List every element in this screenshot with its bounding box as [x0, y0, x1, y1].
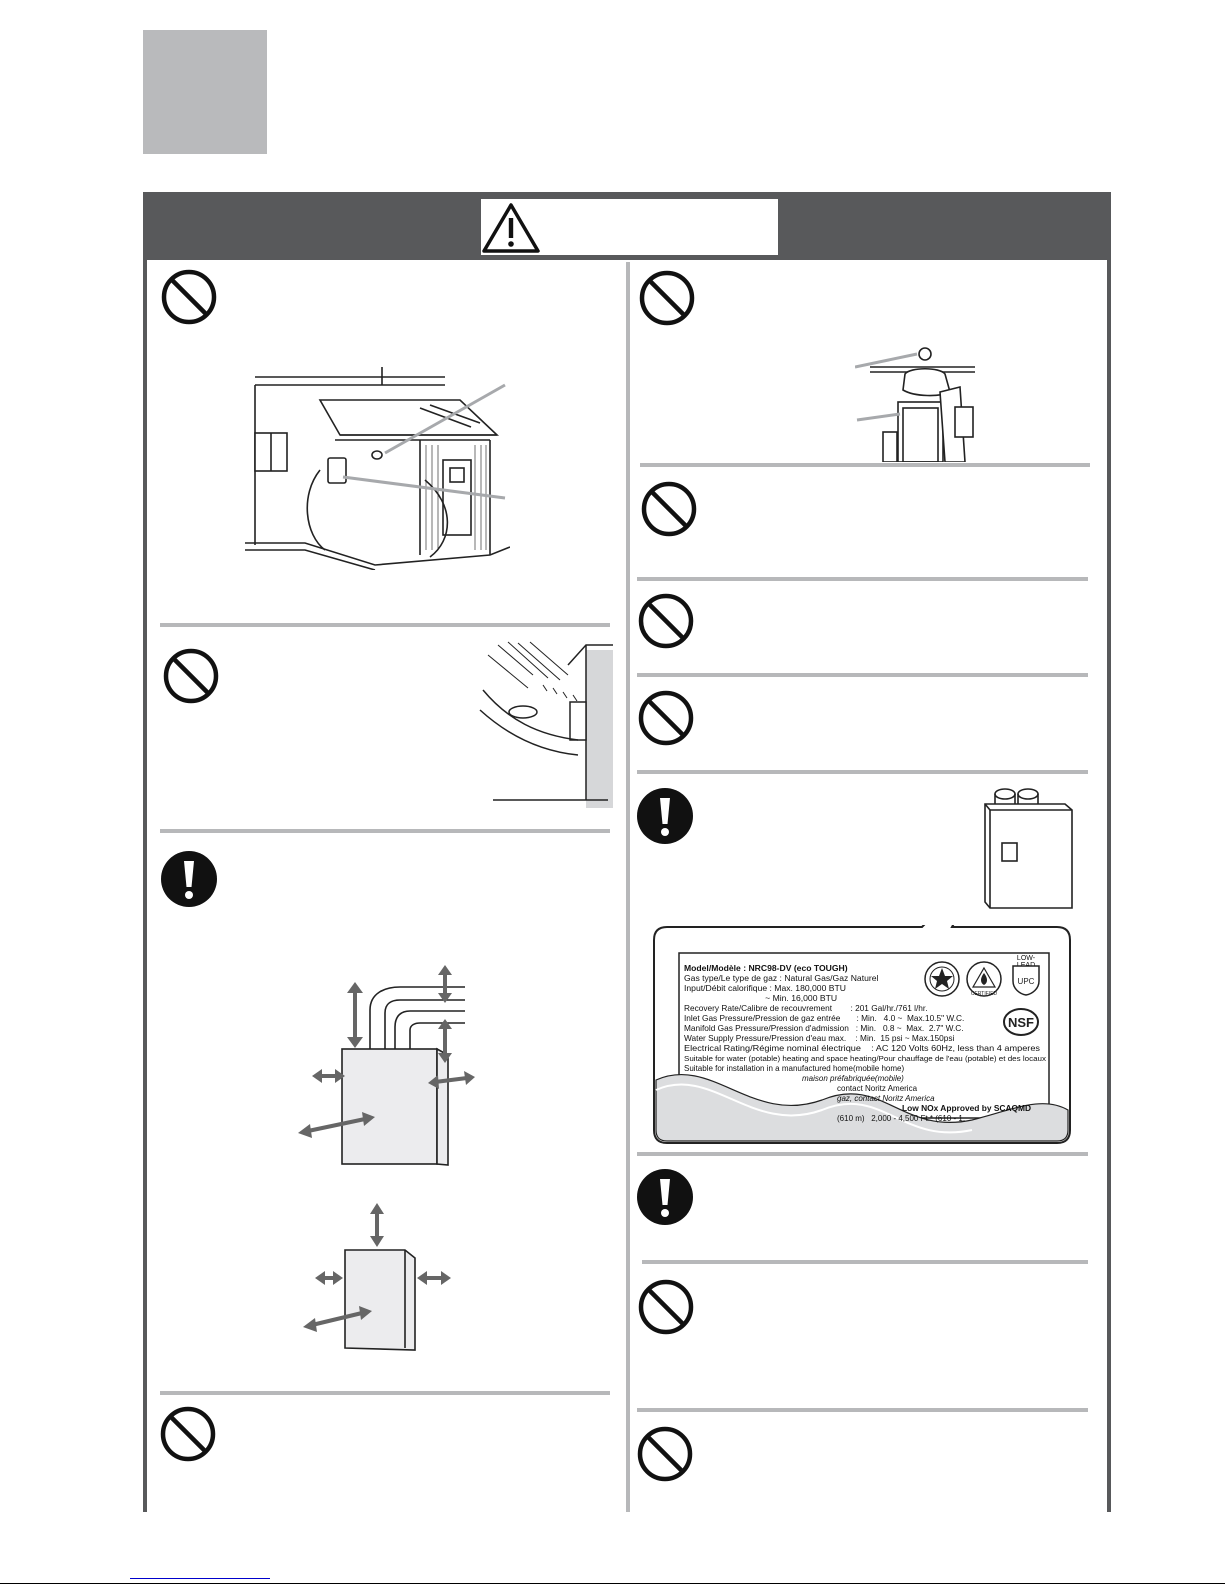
clearance-diagram-outdoor	[298, 965, 475, 1166]
divider	[642, 1260, 1088, 1264]
upc-badge-text: UPC	[1018, 977, 1035, 986]
upc-badge-icon: UPC	[1012, 965, 1040, 996]
divider	[637, 770, 1088, 774]
divider	[637, 673, 1088, 677]
prohibition-icon	[641, 481, 697, 537]
label-line: Inlet Gas Pressure/Pression de gaz entré…	[684, 1013, 964, 1023]
label-line: Recovery Rate/Calibre de recouvrement : …	[684, 1003, 928, 1013]
label-line: (610 m) 2,000 - 4,500 Ft.* (610 - 1,	[837, 1114, 965, 1123]
prohibition-icon	[161, 269, 217, 325]
mandatory-action-icon	[637, 1169, 693, 1225]
prohibition-icon	[160, 1406, 216, 1462]
label-line: Model/Modèle : NRC98-DV (eco TOUGH)	[684, 963, 848, 973]
divider	[637, 1408, 1088, 1412]
heater-unit-illustration	[984, 788, 1073, 909]
label-line: Suitable for water (potable) heating and…	[684, 1054, 1046, 1063]
label-line: ~ Min. 16,000 BTU	[684, 993, 837, 1003]
rain-splash-illustration	[479, 641, 613, 808]
label-line: Electrical Rating/Régime nominal électri…	[684, 1044, 1040, 1053]
label-line: maison préfabriquée(mobile)	[802, 1074, 904, 1083]
footer-link-line	[130, 1578, 270, 1579]
label-line: gaz, contact Noritz America	[837, 1094, 935, 1103]
prohibition-icon	[637, 1426, 693, 1482]
divider	[637, 1152, 1088, 1156]
csa-badge-text: CERTIFIED	[971, 991, 998, 997]
warning-label-box	[481, 199, 778, 255]
prohibition-icon	[638, 593, 694, 649]
nsf-badge-icon: NSF	[1003, 1008, 1039, 1036]
rating-plate-text: Model/Modèle : NRC98-DV (eco TOUGH) Gas …	[684, 963, 1046, 1123]
section-number-block	[143, 30, 267, 154]
column-divider	[626, 262, 630, 1512]
label-line: Input/Débit calorifique : Max. 180,000 B…	[684, 983, 846, 993]
divider	[160, 623, 610, 627]
warning-frame	[143, 192, 1111, 1512]
divider	[160, 1391, 610, 1395]
prohibition-icon	[163, 648, 219, 704]
prohibition-icon	[638, 1279, 694, 1335]
warning-triangle-icon	[482, 203, 540, 253]
label-line: Gas type/Le type de gaz : Natural Gas/Ga…	[684, 973, 879, 983]
label-line: Low NOx Approved by SCAQMD	[902, 1103, 1031, 1113]
laundry-over-heater-illustration	[855, 347, 975, 462]
divider	[637, 577, 1088, 581]
divider	[160, 829, 610, 833]
label-line: Suitable for installation in a manufactu…	[684, 1064, 904, 1073]
mandatory-action-icon	[161, 851, 217, 907]
nsf-badge-text: NSF	[1008, 1015, 1034, 1030]
mandatory-action-icon	[637, 788, 693, 844]
label-line: Water Supply Pressure/Pression d'eau max…	[684, 1033, 955, 1043]
page-bottom-edge	[0, 1583, 1225, 1584]
label-line: Manifold Gas Pressure/Pression d'admissi…	[684, 1023, 964, 1033]
prohibition-icon	[638, 690, 694, 746]
divider	[640, 463, 1090, 467]
rating-plate-callout: CERTIFIED LOW-LEAD UPC NSF Model/Modèle …	[652, 925, 1072, 1145]
csa-flame-badge-icon: CERTIFIED	[966, 961, 1002, 997]
csa-star-badge-icon	[924, 961, 960, 997]
label-line: contact Noritz America	[837, 1084, 918, 1093]
prohibition-icon	[639, 270, 695, 326]
house-exterior-illustration	[245, 367, 510, 570]
clearance-diagram-indoor	[303, 1203, 451, 1351]
